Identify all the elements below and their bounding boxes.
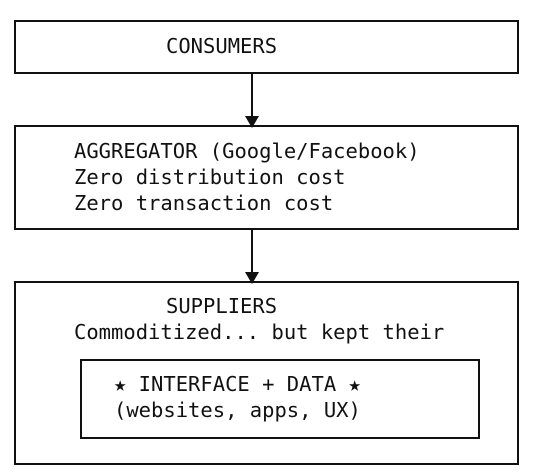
arrow-down-icon [245, 272, 259, 284]
aggregator-distribution-cost: Zero distribution cost [74, 165, 346, 189]
consumers-title: CONSUMERS [166, 34, 278, 58]
suppliers-subtitle: Commoditized... but kept their [74, 320, 445, 344]
consumers-box [14, 20, 519, 74]
aggregator-transaction-cost: Zero transaction cost [74, 191, 334, 215]
aggregator-box [14, 125, 519, 230]
interface-data-title: ★ INTERFACE + DATA ★ [114, 372, 361, 396]
arrow-down-icon [245, 116, 259, 128]
aggregator-to-suppliers-connector [251, 230, 253, 276]
aggregator-title: AGGREGATOR (Google/Facebook) [74, 139, 420, 163]
interface-data-box [80, 359, 480, 439]
interface-data-examples: (websites, apps, UX) [114, 398, 361, 422]
suppliers-title: SUPPLIERS [166, 294, 278, 318]
consumers-to-aggregator-connector [251, 74, 253, 120]
